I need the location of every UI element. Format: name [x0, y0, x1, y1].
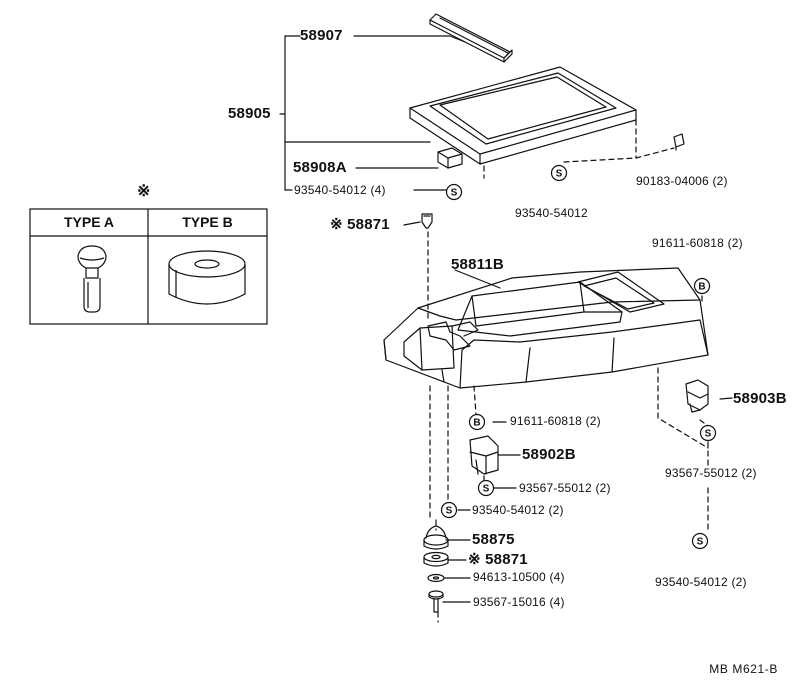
bolt-symbol-icon: B: [468, 413, 486, 431]
type-a-heading: TYPE A: [63, 214, 115, 230]
screw-symbol-icon: S: [440, 501, 458, 519]
type-a-pin-icon: [77, 245, 107, 313]
label-93540-54012-2-right: 93540-54012 (2): [655, 575, 747, 589]
type-b-heading: TYPE B: [182, 214, 233, 230]
label-90183-04006-2: 90183-04006 (2): [636, 174, 728, 188]
svg-text:S: S: [451, 188, 458, 199]
label-58903B: 58903B: [733, 390, 787, 407]
svg-text:B: B: [698, 282, 705, 293]
screw-symbol-icon: S: [477, 479, 495, 497]
legend-mark: ※: [137, 183, 151, 200]
screw-93567-15016: [428, 590, 444, 613]
svg-text:B: B: [473, 418, 480, 429]
label-58905: 58905: [228, 105, 271, 122]
screw-symbol-icon: S: [691, 532, 709, 550]
washer-94613: [427, 573, 445, 583]
label-93567-55012-2-center: 93567-55012 (2): [519, 481, 611, 495]
bracket-58902B: [469, 435, 499, 475]
bracket-58903B: [685, 379, 709, 413]
type-legend-box: [29, 208, 268, 325]
svg-text:S: S: [446, 506, 453, 517]
label-58908A: 58908A: [293, 159, 347, 176]
bolt-symbol-icon: B: [693, 277, 711, 295]
svg-text:S: S: [705, 429, 712, 440]
label-58811B: 58811B: [451, 256, 504, 273]
screw-symbol-icon: S: [445, 183, 463, 201]
clip-90183-04006: [673, 133, 685, 151]
svg-text:S: S: [556, 169, 563, 180]
svg-text:S: S: [483, 484, 490, 495]
console-box-58811B: [383, 267, 709, 389]
type-b-cushion-icon: [168, 250, 246, 305]
figure-code: MB M621-B: [709, 662, 778, 676]
label-93567-15016-4: 93567-15016 (4): [473, 595, 565, 609]
label-93567-55012-2-right: 93567-55012 (2): [665, 466, 757, 480]
lid-58905: [409, 66, 637, 165]
label-93540-54012: 93540-54012: [515, 206, 588, 220]
catch-58908A: [437, 147, 463, 169]
hinge-strip-58907: [429, 13, 513, 63]
label-93540-54012-2-center: 93540-54012 (2): [472, 503, 564, 517]
label-58875: 58875: [472, 531, 515, 548]
label-91611-60818-2-right: 91611-60818 (2): [652, 236, 743, 250]
screw-symbol-icon: S: [699, 424, 717, 442]
label-58907: 58907: [300, 27, 343, 44]
svg-text:S: S: [697, 537, 704, 548]
screw-symbol-icon: S: [550, 164, 568, 182]
label-58902B: 58902B: [522, 446, 576, 463]
label-93540-54012-4: 93540-54012 (4): [294, 183, 386, 197]
label-58871-top: ※ 58871: [330, 216, 390, 233]
label-58871-bottom: ※ 58871: [468, 551, 528, 568]
pin-58871-top: [421, 213, 433, 229]
label-94613-10500-4: 94613-10500 (4): [473, 570, 565, 584]
cushion-58871-bottom: [423, 551, 449, 567]
label-91611-60818-2-center: 91611-60818 (2): [510, 414, 601, 428]
